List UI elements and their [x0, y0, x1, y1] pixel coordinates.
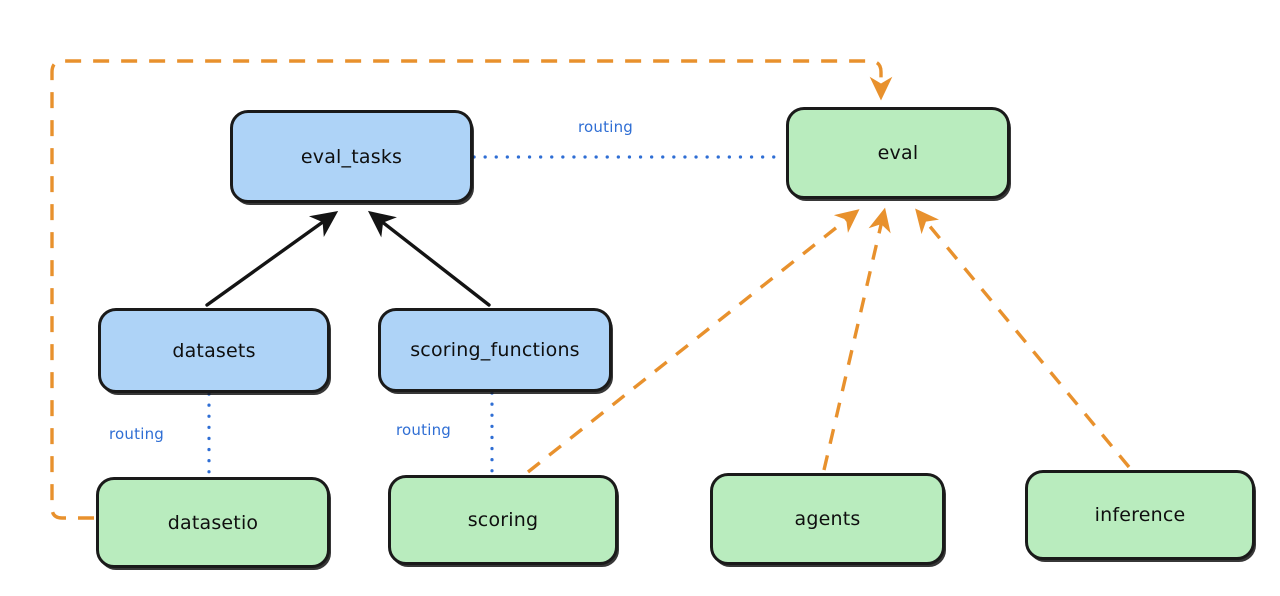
node-label: scoring: [467, 509, 539, 531]
node-label: scoring_functions: [410, 339, 580, 361]
edge-datasets-to-eval-tasks: [205, 211, 339, 307]
edge-agents-to-eval: [822, 207, 891, 471]
node-label: datasets: [172, 339, 256, 362]
node-scoring[interactable]: scoring: [388, 475, 618, 565]
node-eval-tasks[interactable]: eval_tasks: [230, 110, 473, 203]
edge-datasetio-to-eval: [50, 59, 893, 520]
node-datasetio[interactable]: datasetio: [96, 477, 330, 568]
node-label: agents: [794, 508, 861, 530]
node-label: eval_tasks: [300, 145, 403, 168]
edge-inference-to-eval: [915, 208, 1131, 469]
node-scoring-functions[interactable]: scoring_functions: [378, 308, 612, 392]
edge-label-routing-scoring-functions-scoring: routing: [396, 421, 451, 439]
node-label: eval: [877, 142, 919, 164]
edge-label-routing-datasets-datasetio: routing: [109, 425, 164, 443]
node-datasets[interactable]: datasets: [98, 308, 330, 393]
edge-scoring-functions-to-eval-tasks: [367, 210, 491, 307]
node-agents[interactable]: agents: [710, 473, 945, 565]
node-eval[interactable]: eval: [786, 107, 1010, 199]
node-label: datasetio: [167, 511, 259, 534]
node-label: inference: [1094, 504, 1186, 526]
edge-label-routing-eval-tasks-eval: routing: [578, 118, 633, 136]
node-inference[interactable]: inference: [1025, 470, 1255, 560]
